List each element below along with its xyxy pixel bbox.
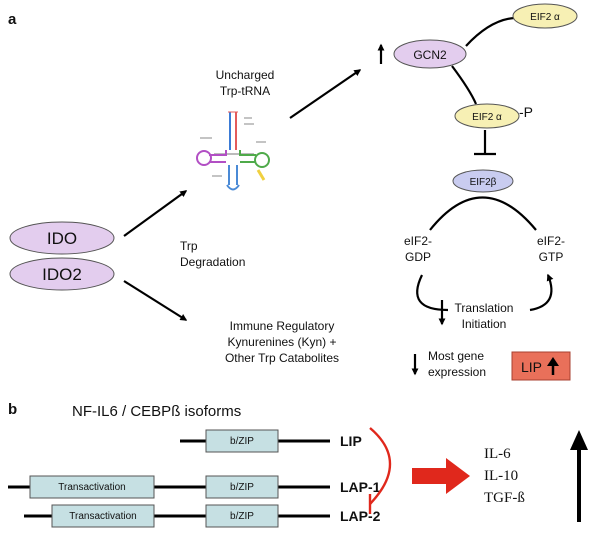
gcn2-phospho-link xyxy=(451,65,478,105)
eif2b-label: EIF2β xyxy=(470,177,497,188)
immune-label-line1: Immune Regulatory xyxy=(230,319,335,333)
eif2-cycle-top-arc xyxy=(429,196,537,231)
isoform-row-lap2: Transactivation b/ZIP xyxy=(24,504,330,528)
translation-label-line1: Translation xyxy=(455,301,514,315)
isoform-label-lap2: LAP-2 xyxy=(340,508,381,524)
eif2a-p-node xyxy=(454,103,520,129)
gcn2-eif2a-link xyxy=(465,16,515,47)
lip-up-box xyxy=(511,351,571,381)
uncharged-label-line2: Trp-tRNA xyxy=(220,84,270,98)
trna-cloverleaf-icon xyxy=(196,111,270,191)
ido-node xyxy=(9,221,115,255)
immune-label-line3: Other Trp Catabolites xyxy=(225,351,339,365)
gtp-label-line1: eIF2- xyxy=(537,234,565,248)
gcn2-label: GCN2 xyxy=(413,48,447,62)
transactivation-domain-lap2 xyxy=(51,504,155,528)
bzip-label-lip: b/ZIP xyxy=(230,436,254,447)
gene-label-line1: Most gene xyxy=(428,349,484,363)
arrow-ido-to-trna xyxy=(123,190,188,237)
gtp-label-line2: GTP xyxy=(539,250,564,264)
cytokine-il10: IL-10 xyxy=(484,468,518,484)
cytokine-tgfb: TGF-ß xyxy=(484,490,525,506)
panel-b-title: NF-IL6 / CEBPß isoforms xyxy=(72,403,241,420)
gdp-label-line2: GDP xyxy=(405,250,431,264)
eif2a-top-label: EIF2 α xyxy=(530,12,560,23)
bzip-label-lap1: b/ZIP xyxy=(230,482,254,493)
cytokine-up-arrow-icon xyxy=(570,430,588,522)
phospho-label: -P xyxy=(519,104,533,120)
panel-a-label: a xyxy=(8,11,17,28)
transactivation-label-lap1: Transactivation xyxy=(58,482,125,493)
bzip-label-lap2: b/ZIP xyxy=(230,511,254,522)
eif2b-node xyxy=(452,169,514,193)
trp-label-line1: Trp xyxy=(180,239,198,253)
lip-inhibits-lap-curve xyxy=(368,427,392,514)
ido2-node xyxy=(9,257,115,291)
eif2a-p-label: EIF2 α xyxy=(472,112,502,123)
eif2-cycle-right-arc xyxy=(529,273,554,312)
transactivation-domain-lap1 xyxy=(29,475,155,499)
gcn2-node xyxy=(393,39,467,69)
lip-up-arrow-icon xyxy=(547,357,559,375)
isoform-row-lap1: Transactivation b/ZIP xyxy=(8,475,330,499)
transactivation-label-lap2: Transactivation xyxy=(69,511,136,522)
gene-label-line2: expression xyxy=(428,365,486,379)
ido-label: IDO xyxy=(47,229,77,248)
eif2a-top-node xyxy=(512,3,578,29)
isoform-label-lap1: LAP-1 xyxy=(340,479,381,495)
lip-box-label: LIP xyxy=(521,359,542,375)
gdp-label-line1: eIF2- xyxy=(404,234,432,248)
isoform-row-lip: b/ZIP xyxy=(180,429,330,453)
eif2-cycle-left-arc xyxy=(416,274,449,312)
trp-label-line2: Degradation xyxy=(180,255,245,269)
panel-b-label: b xyxy=(8,401,17,418)
bzip-domain-lip xyxy=(205,429,279,453)
red-right-arrow-icon xyxy=(412,458,470,494)
ido2-label: IDO2 xyxy=(42,265,82,284)
uncharged-label-line1: Uncharged xyxy=(216,68,275,82)
bzip-domain-lap2 xyxy=(205,504,279,528)
immune-label-line2: Kynurenines (Kyn) + xyxy=(227,335,336,349)
arrow-ido-to-kyn xyxy=(123,280,188,321)
arrow-trna-to-gcn2 xyxy=(289,69,362,119)
isoform-label-lip: LIP xyxy=(340,433,362,449)
translation-label-line2: Initiation xyxy=(462,317,507,331)
bzip-domain-lap1 xyxy=(205,475,279,499)
cytokine-il6: IL-6 xyxy=(484,446,511,462)
